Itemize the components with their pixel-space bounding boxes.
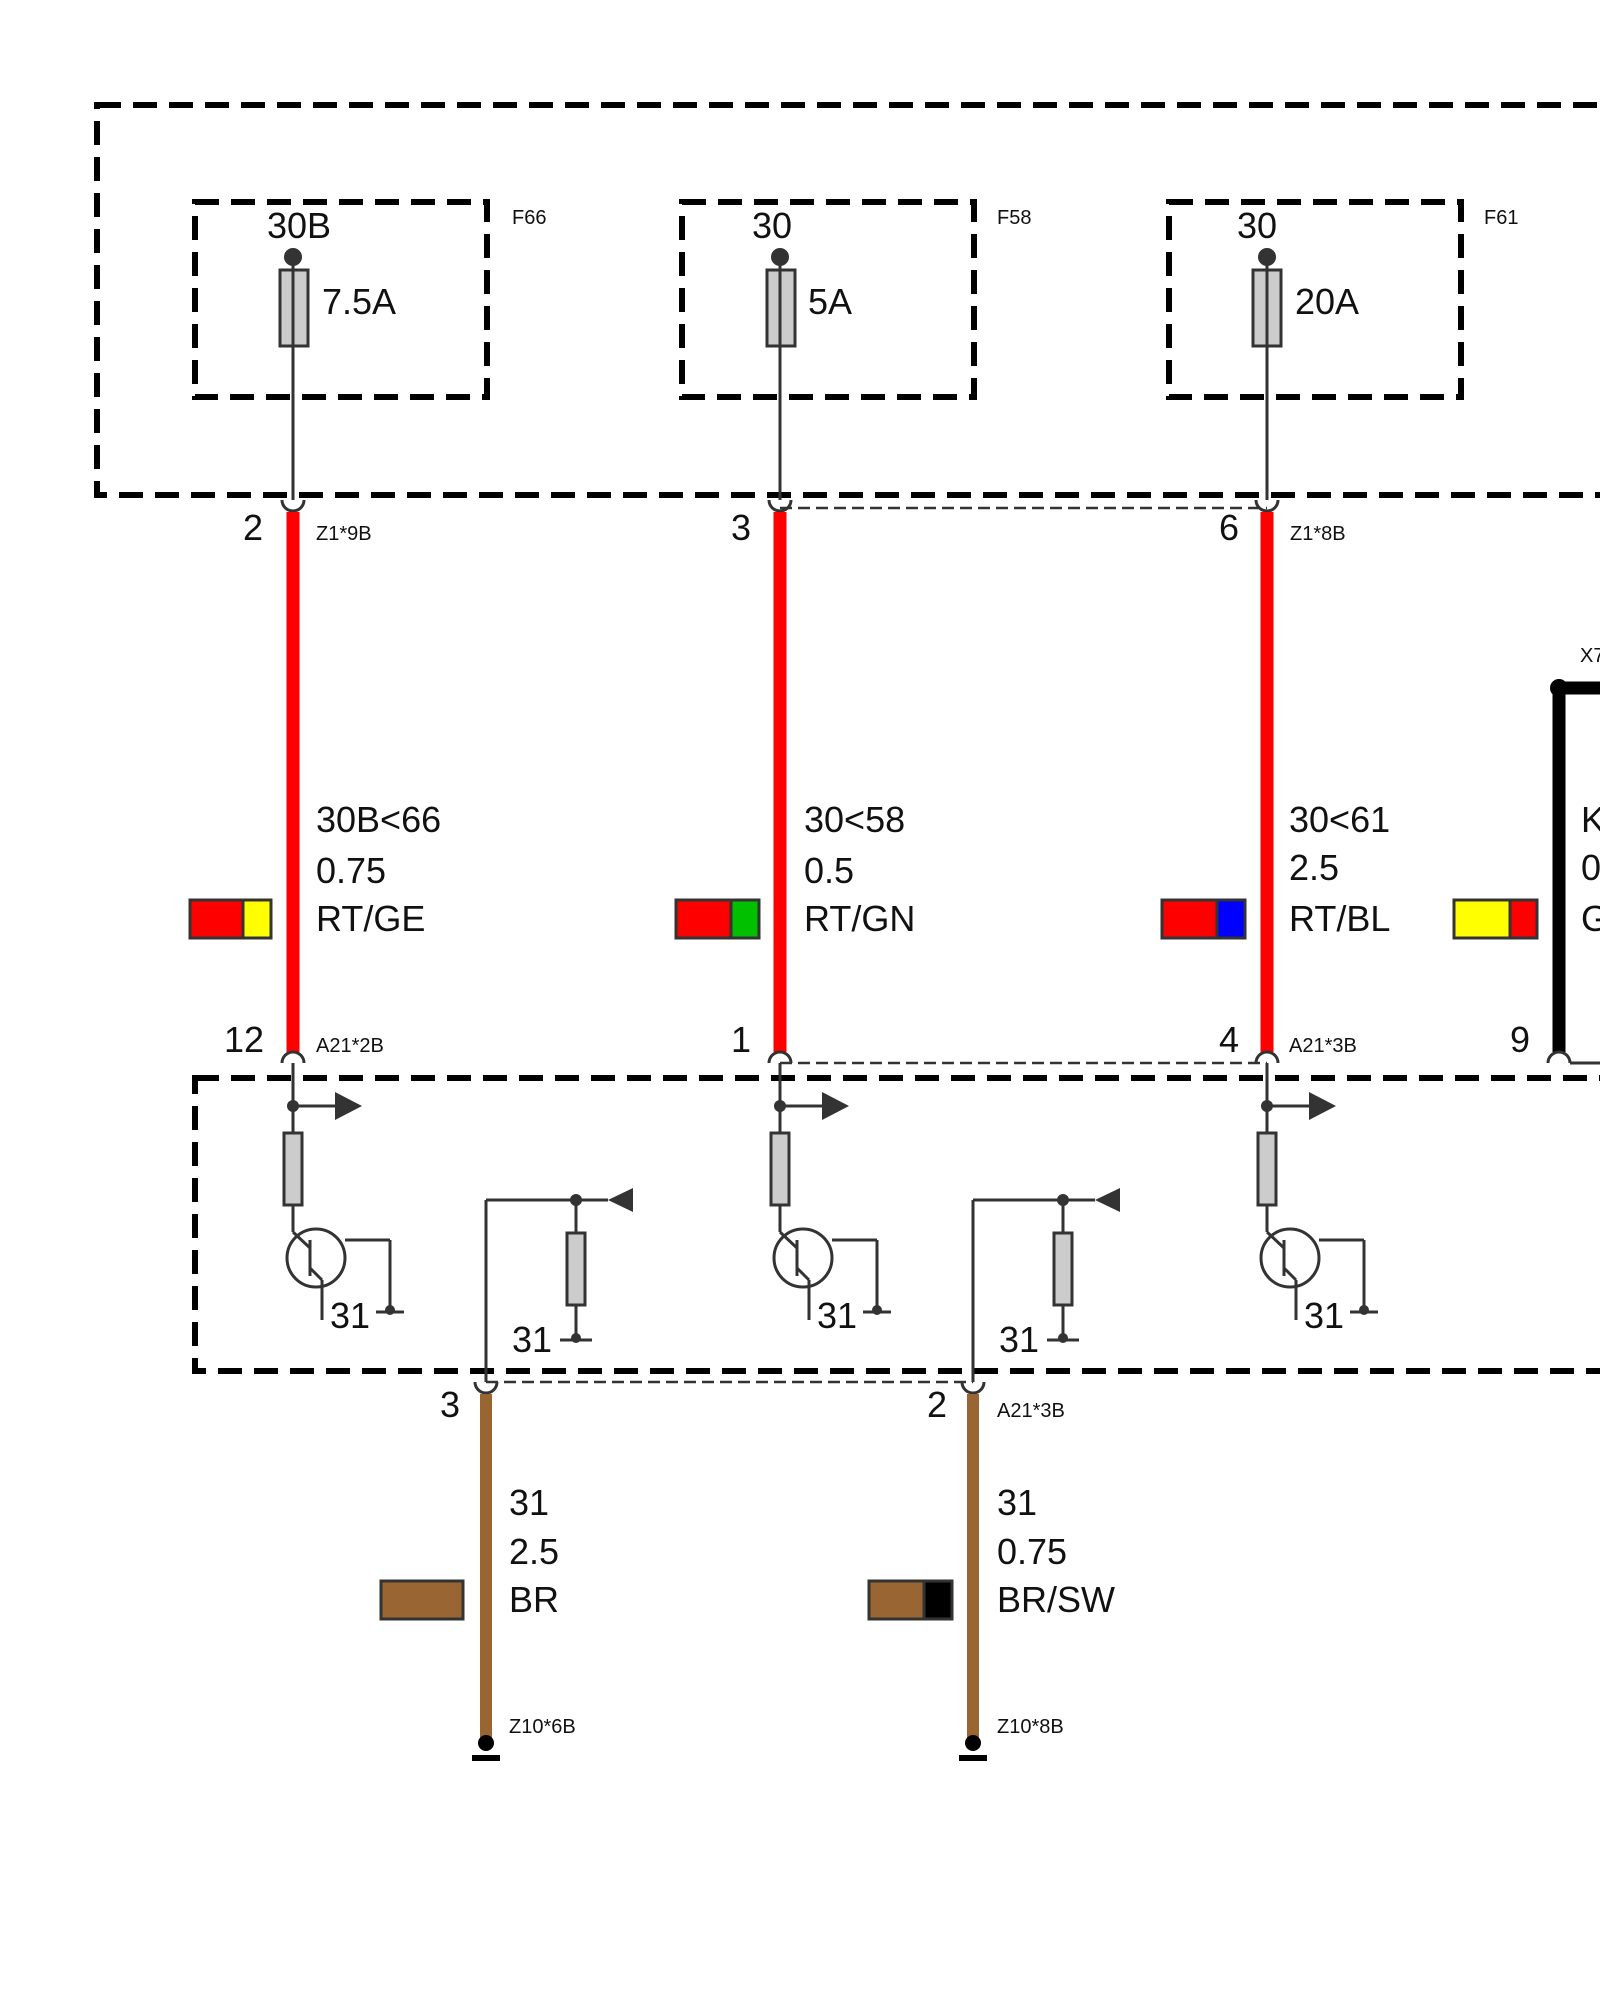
connector-z1-pin-6-symbol — [1254, 499, 1280, 513]
wire-30b-66-swatch-primary — [188, 898, 245, 940]
connector-bottom-label: A21*3B — [997, 1400, 1065, 1422]
connector-bottom-pin-3: 3 — [440, 1384, 460, 1425]
ground-terminal-z10-6b-label: Z10*6B — [509, 1716, 576, 1738]
connector-a21-pin-9: 9 — [1510, 1019, 1530, 1060]
wire-31-br-sw-gauge: 0.75 — [997, 1531, 1067, 1572]
connector-a21-pin-1-symbol — [767, 1050, 793, 1064]
wire-30-61-circuit: 30<61 — [1289, 799, 1390, 840]
fuse-f66-housing — [192, 199, 490, 400]
connector-z1-pin-2: 2 — [243, 507, 263, 548]
connector-a21-pin-9-symbol — [1546, 1050, 1572, 1064]
driver-3-ground-label: 31 — [1304, 1295, 1344, 1336]
wire-30b-66-swatch-stripe — [241, 898, 273, 940]
fuse-f66-name: F66 — [512, 207, 546, 229]
fuse-f66-rating: 7.5A — [322, 281, 396, 322]
fuse-f58-terminal: 30 — [752, 205, 792, 246]
connector-z1-pin-3: 3 — [731, 507, 751, 548]
ground-terminal-z10-8b — [959, 1735, 987, 1761]
wire-k-circuit: K — [1581, 799, 1600, 840]
wire-k-swatch-primary — [1452, 898, 1512, 940]
wire-31-br-sw-swatch-primary — [867, 1579, 926, 1621]
wire-31-br-swatch — [379, 1579, 465, 1621]
wire-k-color: G — [1581, 898, 1600, 939]
wire-k-swatch-stripe — [1508, 898, 1539, 940]
fuse-f66-terminal: 30B — [267, 205, 331, 246]
wire-30-58-circuit: 30<58 — [804, 799, 905, 840]
fuse-f58-rating: 5A — [808, 281, 852, 322]
fuse-box-panel — [94, 102, 1600, 498]
control-module-panel — [192, 1075, 1600, 1374]
connector-a21-pin-12: 12 — [224, 1019, 264, 1060]
fuse-f58-name: F58 — [997, 207, 1031, 229]
connector-z1-pin-2-symbol — [280, 499, 306, 513]
connector-bottom-pin-3-symbol — [473, 1381, 499, 1395]
connector-a21-left-label: A21*2B — [316, 1035, 384, 1057]
fuse-f58-housing — [679, 199, 977, 400]
wire-k-gauge: 0 — [1581, 847, 1600, 888]
ground-sense-circuit-a — [484, 1188, 633, 1382]
driver-circuit-3 — [1256, 1063, 1378, 1320]
wire-30b-66-gauge: 0.75 — [316, 850, 386, 891]
wire-31-br-circuit: 31 — [509, 1482, 549, 1523]
connector-a21-pin-4-symbol — [1254, 1050, 1280, 1064]
driver-circuit-2 — [769, 1063, 891, 1320]
wire-31-br-sw-color: BR/SW — [997, 1579, 1115, 1620]
wire-31-br-sw-circuit: 31 — [997, 1482, 1037, 1523]
connector-a21-pin-1: 1 — [731, 1019, 751, 1060]
wire-30-61-swatch-stripe — [1215, 898, 1247, 940]
connector-a21-pin-4: 4 — [1219, 1019, 1239, 1060]
wire-30-58-gauge: 0.5 — [804, 850, 854, 891]
wire-30-61-gauge: 2.5 — [1289, 847, 1339, 888]
wire-30b-66-color: RT/GE — [316, 898, 425, 939]
ground-terminal-z10-6b — [472, 1735, 500, 1761]
wire-31-br-color: BR — [509, 1579, 559, 1620]
connector-z1-right-label: Z1*8B — [1290, 523, 1346, 545]
connector-z1-pin-6: 6 — [1219, 507, 1239, 548]
ground-sense-circuit-b — [971, 1188, 1120, 1382]
wire-30-61-color: RT/BL — [1289, 898, 1390, 939]
wire-31-br-gauge: 2.5 — [509, 1531, 559, 1572]
wire-30-58-swatch-stripe — [729, 898, 761, 940]
wire-31-br-sw-swatch-stripe — [922, 1579, 954, 1621]
connector-a21-pin-12-symbol — [280, 1050, 306, 1064]
wire-30b-66-circuit: 30B<66 — [316, 799, 441, 840]
connector-z1-pin-3-symbol — [767, 499, 793, 513]
fuse-f61-name: F61 — [1484, 207, 1518, 229]
connector-bottom-pin-2: 2 — [927, 1384, 947, 1425]
driver-circuit-1 — [282, 1063, 404, 1320]
wire-30-58-color: RT/GN — [804, 898, 915, 939]
sense-b-ground-label: 31 — [999, 1319, 1039, 1360]
ground-terminal-z10-8b-label: Z10*8B — [997, 1716, 1064, 1738]
sense-a-ground-label: 31 — [512, 1319, 552, 1360]
wire-30-58-swatch-primary — [674, 898, 733, 940]
fuse-f61-rating: 20A — [1295, 281, 1359, 322]
black-wire-label: X7 — [1580, 645, 1600, 667]
fuse-f61-housing — [1166, 199, 1464, 400]
connector-bottom-pin-2-symbol — [960, 1381, 986, 1395]
driver-1-ground-label: 31 — [330, 1295, 370, 1336]
connector-a21-right-label: A21*3B — [1289, 1035, 1357, 1057]
fuse-f61-terminal: 30 — [1237, 205, 1277, 246]
driver-2-ground-label: 31 — [817, 1295, 857, 1336]
wire-30-61-swatch-primary — [1160, 898, 1219, 940]
connector-z1-left-label: Z1*9B — [316, 523, 372, 545]
